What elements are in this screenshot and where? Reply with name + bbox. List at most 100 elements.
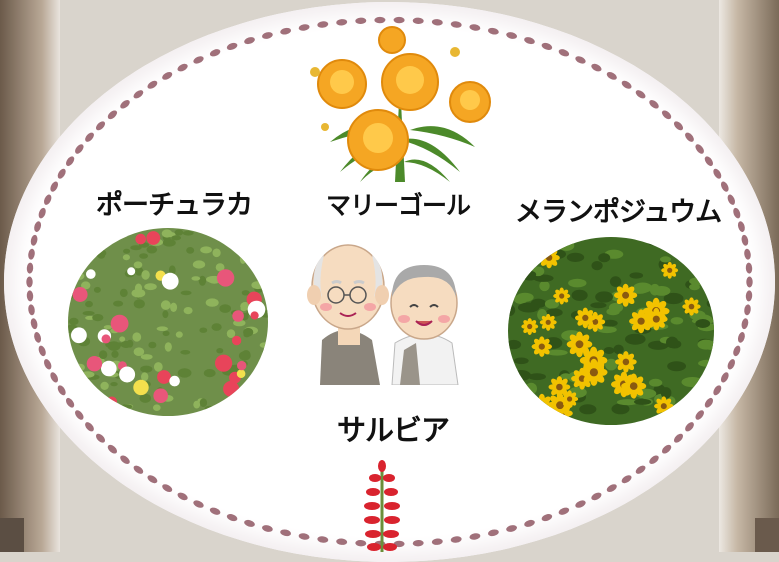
bead (226, 514, 238, 522)
salvia-illustration (364, 460, 400, 552)
bead (737, 221, 745, 232)
portulaca-flower (133, 379, 149, 396)
bead (162, 72, 173, 80)
leaf (92, 314, 104, 322)
bead (133, 465, 144, 474)
leaf (611, 403, 630, 415)
portulaca-flower (161, 272, 179, 290)
bead (336, 538, 348, 545)
leaf (81, 281, 91, 290)
bead (209, 49, 221, 57)
bead (262, 32, 273, 39)
bead (317, 21, 329, 28)
bead (469, 533, 481, 540)
melampodium-flower (629, 309, 653, 334)
leaf (133, 261, 143, 269)
leaf (153, 362, 163, 372)
bead (575, 56, 586, 64)
leaf (546, 349, 568, 356)
bead (26, 262, 34, 274)
portulaca-flower (232, 310, 244, 322)
bead (745, 290, 753, 302)
bead (727, 359, 735, 370)
melampodium-flower (580, 358, 608, 386)
bead (147, 80, 158, 89)
leaf (566, 252, 585, 262)
leaf (203, 369, 216, 378)
bead (737, 332, 745, 343)
bead (193, 56, 204, 64)
bead (28, 304, 35, 316)
bead (621, 475, 632, 484)
leaf (115, 342, 123, 347)
leaf (591, 261, 603, 271)
bead (75, 144, 84, 154)
leaf (546, 308, 563, 317)
bead (133, 90, 144, 99)
leaf (629, 272, 644, 279)
bead (412, 539, 424, 547)
bead (26, 290, 34, 302)
leaf (199, 327, 208, 333)
leaf (153, 404, 161, 411)
leaf (212, 248, 221, 258)
leaf (123, 248, 131, 254)
portulaca-flower (157, 370, 171, 384)
leaf (215, 263, 225, 272)
bead (38, 207, 46, 219)
leaf (243, 327, 254, 337)
leaf (590, 302, 607, 309)
bead (450, 536, 462, 543)
leaf (161, 229, 173, 238)
portulaca-flower (101, 334, 111, 344)
leaf (139, 393, 152, 403)
leaf (241, 290, 250, 296)
bead (558, 49, 570, 57)
bead (85, 132, 94, 142)
bead (541, 42, 553, 50)
portulaca-flower (86, 356, 103, 372)
bead (147, 475, 158, 484)
bead (244, 37, 255, 45)
leaf (528, 373, 546, 381)
leaf (175, 331, 183, 338)
bead (673, 433, 684, 443)
bead (720, 372, 729, 383)
bead (744, 248, 751, 260)
bead (57, 168, 66, 179)
bead (50, 181, 59, 192)
bead (107, 110, 118, 120)
bead (393, 16, 405, 24)
leaf (160, 300, 171, 310)
leaf (513, 357, 529, 365)
portulaca-flower (231, 335, 242, 346)
bead (374, 16, 386, 24)
portulaca-flower (250, 311, 259, 320)
leaf (608, 302, 624, 313)
bead (558, 507, 570, 515)
bead (298, 24, 310, 31)
portulaca-flower (72, 287, 88, 302)
leaf (598, 253, 611, 263)
leaf (98, 350, 108, 360)
leaf (205, 298, 219, 307)
leaf (199, 398, 208, 407)
leaf (113, 300, 124, 307)
portulaca-flower (169, 375, 180, 387)
leaf (605, 358, 618, 371)
bead (720, 181, 729, 192)
leaf (146, 245, 158, 254)
portulaca-flower (146, 231, 161, 245)
background-corner (755, 518, 779, 552)
bead (606, 484, 617, 492)
bead (606, 72, 617, 80)
leaf (603, 347, 615, 354)
bead (34, 221, 42, 232)
bead (298, 533, 310, 540)
bead (635, 90, 646, 99)
bead (649, 100, 659, 109)
bead (44, 359, 52, 370)
leaf (85, 300, 93, 308)
bead (177, 63, 188, 72)
leaf (119, 336, 126, 342)
